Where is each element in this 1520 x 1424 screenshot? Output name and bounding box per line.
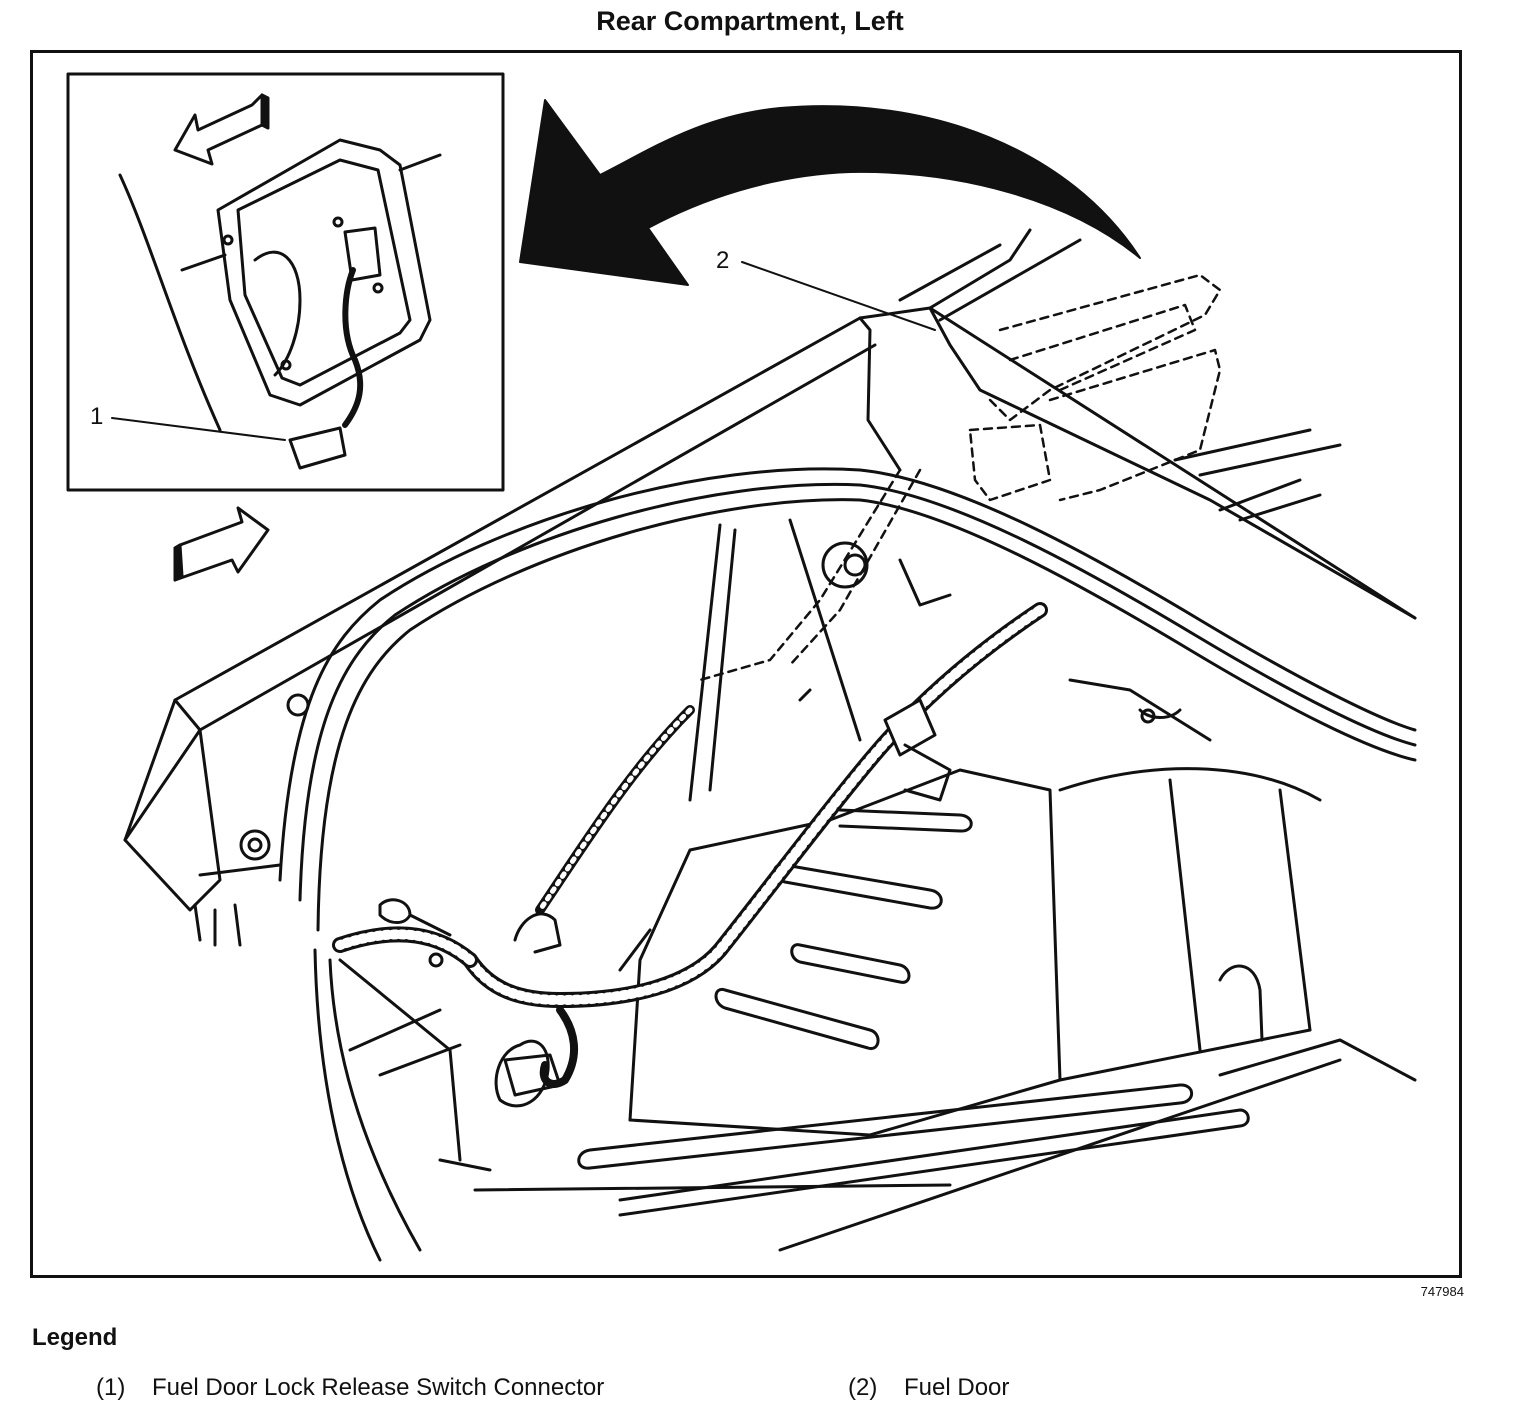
legend-item: (1) Fuel Door Lock Release Switch Connect… [96,1374,604,1402]
rotation-arrow [519,99,1141,286]
inset-fuel-door [118,138,442,470]
callout-2: 2 [716,247,729,274]
leader-line-1 [111,417,286,441]
callout-1: 1 [90,403,103,430]
inset-arrow-right [173,506,270,582]
inset-box [66,72,505,492]
trunk-body [123,228,1417,1262]
legend-item-number: (1) [96,1374,126,1401]
leader-line-2 [741,261,936,331]
legend-heading: Legend [32,1324,118,1351]
legend-item-number: (2) [848,1374,878,1401]
illustration-frame [30,50,1462,1278]
legend-item-label: Fuel Door [904,1374,1010,1401]
inset-arrow-left [173,93,270,166]
legend-item-label: Fuel Door Lock Release Switch Connector [152,1374,605,1401]
wiring-harness [332,602,1048,1088]
fuel-door-hidden [698,273,1222,682]
diagram-title: Rear Compartment, Left [596,6,904,36]
figure-id: 747984 [1420,1284,1464,1299]
legend-item: (2) Fuel Door [848,1374,1009,1402]
